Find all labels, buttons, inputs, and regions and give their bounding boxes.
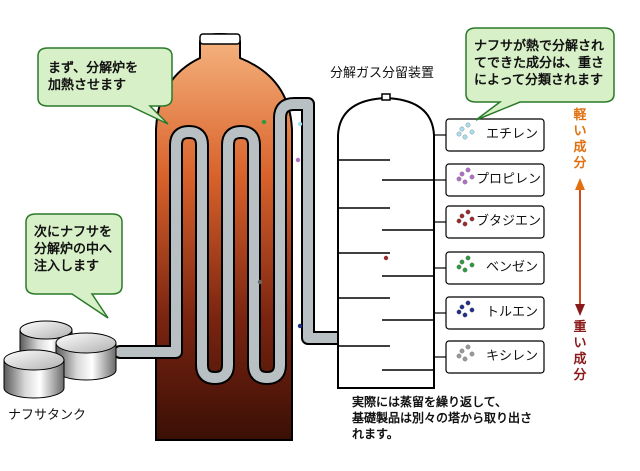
- particle-dot: [469, 216, 475, 222]
- particle-dot: [462, 179, 468, 185]
- toluene-dots-icon: [456, 300, 475, 318]
- particle-dot: [465, 122, 471, 128]
- particle-dot: [462, 267, 468, 273]
- bubble-inject-text: 次にナフサを 分解炉の中へ 注入します: [34, 225, 113, 274]
- particle-dot: [469, 351, 475, 357]
- propylene-dots-icon: [456, 167, 475, 185]
- product-label-ethylene: エチレン: [486, 127, 539, 142]
- particle-dot: [456, 176, 462, 182]
- particle-dot: [459, 213, 465, 219]
- footnote: 実際には蒸留を繰り返して、 基礎製品は別々の塔から取り出さ れます。: [352, 395, 533, 441]
- bubble-separation: [465, 27, 615, 121]
- xylene-dots-icon: [456, 344, 475, 362]
- particle-dot: [459, 259, 465, 265]
- bubble-inject: [25, 213, 123, 319]
- particle-dot: [456, 218, 462, 224]
- particle-dot: [459, 171, 465, 177]
- product-label-xylene: キシレン: [486, 349, 539, 364]
- product-boxes: [434, 118, 545, 374]
- particle-dot: [465, 344, 471, 350]
- particle-dot: [456, 353, 462, 359]
- product-label-benzene: ベンゼン: [486, 260, 539, 275]
- tank-label: ナフサタンク: [8, 408, 87, 423]
- particle-dot: [456, 264, 462, 270]
- distillation-column: [337, 93, 435, 389]
- particle-dot: [469, 262, 475, 268]
- ethylene-dots-icon: [456, 122, 475, 140]
- naphtha-tanks: [3, 320, 117, 399]
- product-label-toluene: トルエン: [486, 305, 539, 320]
- particle-dot: [462, 134, 468, 140]
- particle-dot: [462, 221, 468, 227]
- product-label-propylene: プロピレン: [476, 172, 542, 187]
- particle-dot: [459, 348, 465, 354]
- butadiene-dots-icon: [456, 209, 475, 227]
- heavy-components-label: 重い成分: [573, 320, 587, 383]
- coil-pipe: [113, 97, 423, 385]
- particle-dot: [462, 356, 468, 362]
- particle-dot: [469, 174, 475, 180]
- light-components-label: 軽い成分: [573, 108, 587, 171]
- particle-dot: [459, 126, 465, 132]
- particle-dot: [465, 167, 471, 173]
- particle-dot: [462, 312, 468, 318]
- bubble-heat: [37, 47, 173, 125]
- particle-dot: [469, 307, 475, 313]
- bubble-separation-text: ナフサが熱で分解され てできた成分は、重さ によって分類されます: [474, 39, 605, 88]
- particle-dot: [465, 255, 471, 261]
- particle-dot: [465, 209, 471, 215]
- benzene-dots-icon: [456, 255, 475, 273]
- particle-dot: [469, 129, 475, 135]
- pipe-particles: [257, 119, 303, 329]
- bubble-heat-text: まず、分解炉を 加熱させます: [48, 61, 139, 93]
- column-title: 分解ガス分留装置: [330, 66, 435, 81]
- weight-scale-arrow: [575, 178, 585, 316]
- particle-dot: [456, 131, 462, 137]
- particle-dot: [456, 309, 462, 315]
- particle-dot: [459, 304, 465, 310]
- particle-dot: [465, 300, 471, 306]
- product-label-butadiene: ブタジエン: [476, 214, 542, 229]
